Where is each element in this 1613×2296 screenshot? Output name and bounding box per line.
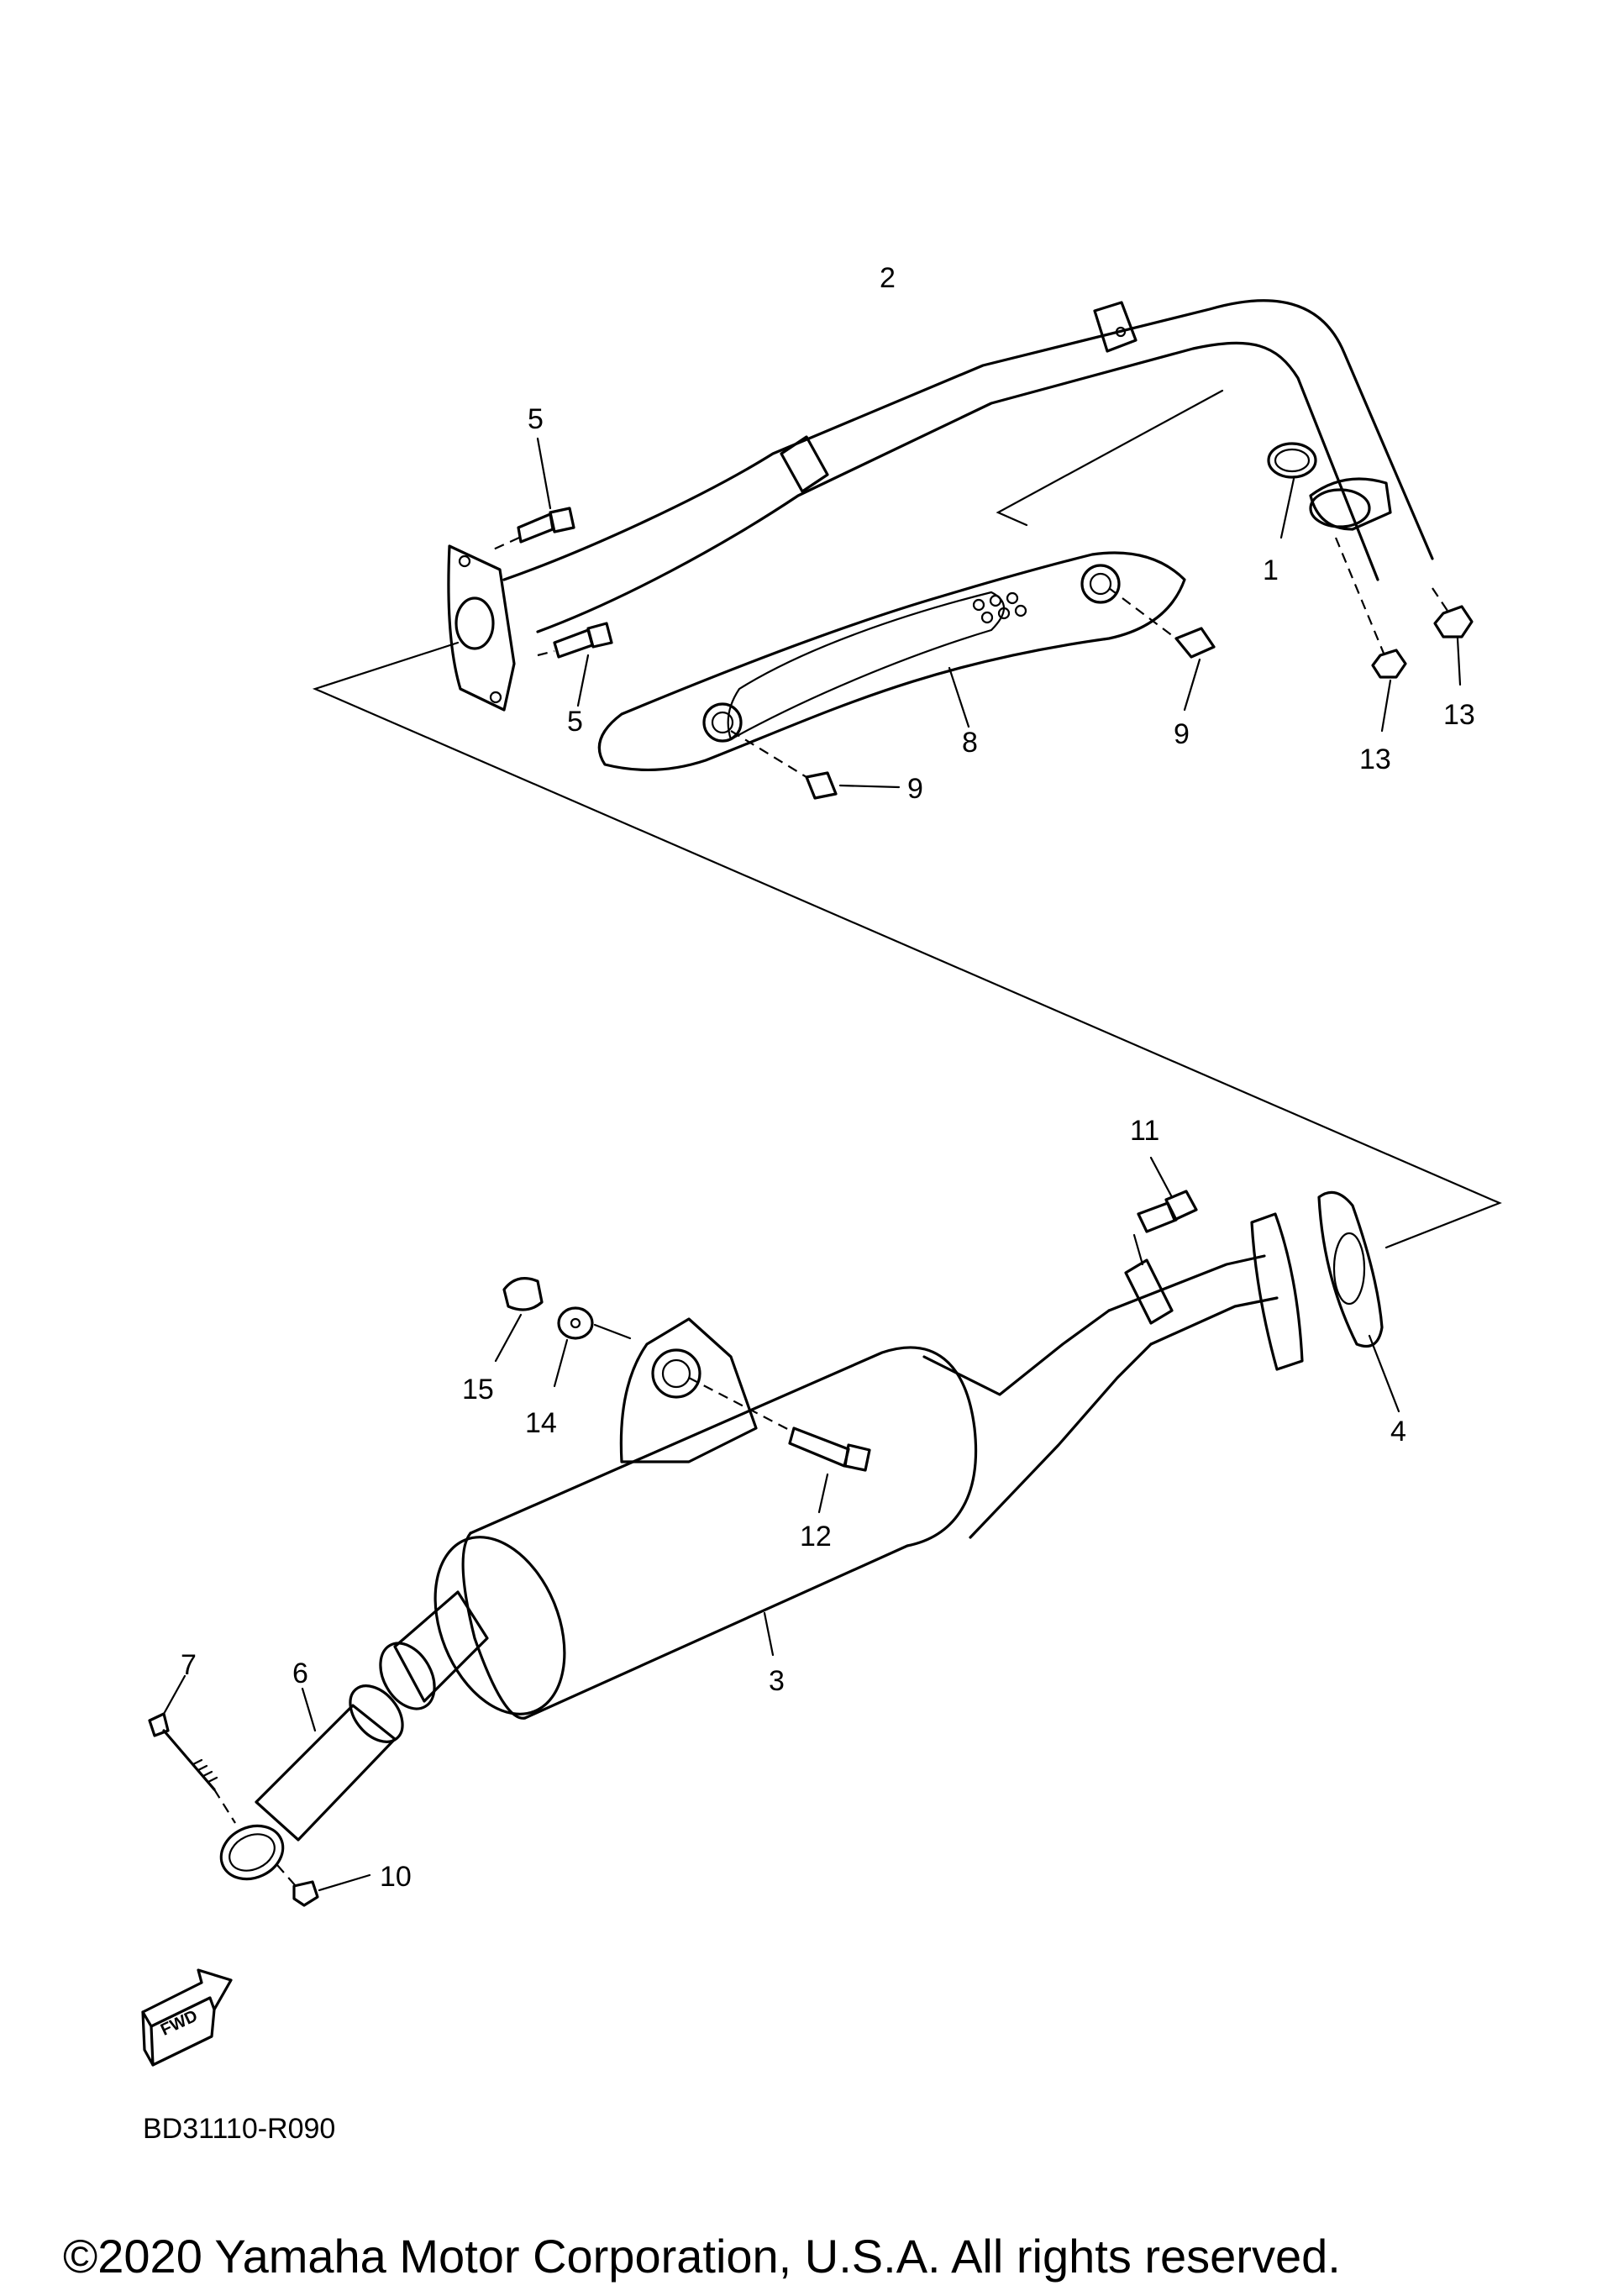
bolt-5-lower [537, 622, 613, 707]
callout-7: 7 [181, 1649, 197, 1681]
callout-12: 12 [800, 1521, 832, 1553]
callout-2: 2 [880, 262, 896, 294]
callout-5a: 5 [528, 403, 544, 435]
gasket-4 [1317, 1190, 1400, 1413]
bolt-9-left [730, 730, 901, 800]
callout-8: 8 [962, 727, 978, 759]
nut-15 [494, 1277, 544, 1363]
callout-11: 11 [1130, 1115, 1159, 1147]
heat-protector [597, 551, 1186, 772]
callout-6: 6 [292, 1658, 308, 1689]
nut-10 [276, 1864, 371, 1907]
bolt-9-right [1108, 587, 1216, 712]
nut-13-right [1432, 587, 1474, 686]
callout-5b: 5 [567, 706, 583, 738]
forward-arrow-icon: FWD [141, 1968, 233, 2067]
callout-9a: 9 [1174, 718, 1190, 750]
bolt-7 [148, 1674, 236, 1824]
diagram-code: BD31110-R090 [143, 2113, 335, 2145]
bolt-5-upper [491, 437, 575, 552]
muffler [379, 1212, 1304, 1720]
assembly-outline [312, 389, 1502, 1249]
callout-15: 15 [462, 1374, 494, 1405]
copyright-notice: ©2020 Yamaha Motor Corporation, U.S.A. A… [63, 2230, 1341, 2283]
callout-9b: 9 [907, 773, 923, 805]
spark-arrester-6 [219, 1684, 404, 1881]
exhaust-gasket-1 [1267, 442, 1317, 539]
callout-3: 3 [769, 1665, 785, 1697]
callout-10: 10 [380, 1861, 412, 1893]
bolt-11 [1132, 1156, 1198, 1266]
washer-14 [553, 1306, 632, 1388]
nut-13-left [1334, 537, 1407, 733]
callout-13b: 13 [1359, 743, 1391, 775]
callout-14: 14 [525, 1407, 557, 1439]
callout-13a: 13 [1443, 699, 1475, 731]
bolt-12 [688, 1377, 871, 1514]
callout-labels: 1 2 3 4 5 5 6 7 8 9 9 10 11 12 13 13 14 … [181, 262, 1475, 1893]
callout-4: 4 [1390, 1416, 1406, 1447]
callout-1: 1 [1263, 554, 1279, 586]
exhaust-pipe [447, 299, 1434, 712]
